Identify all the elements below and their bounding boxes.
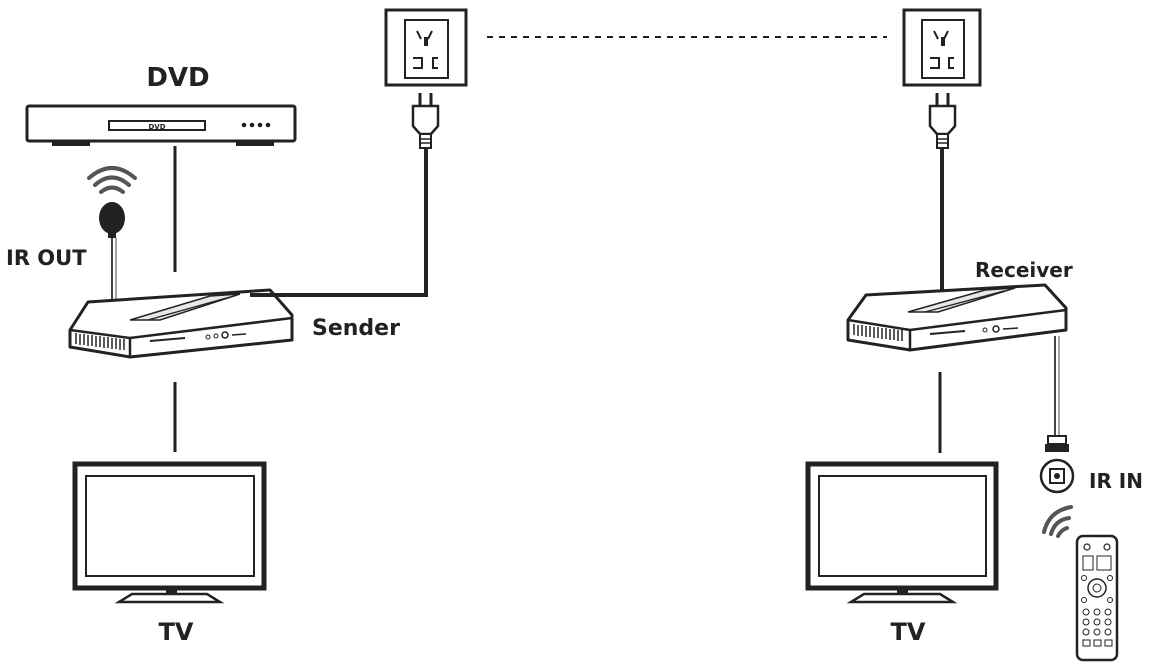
sender-power-cable bbox=[250, 148, 428, 297]
power-plug-icon bbox=[928, 93, 957, 149]
dvd-player-icon: DVD bbox=[25, 104, 297, 146]
ir-receiver-icon bbox=[1039, 435, 1075, 494]
ir-receiver-cable bbox=[1054, 336, 1060, 436]
wall-outlet-icon bbox=[384, 8, 468, 87]
signal-waves-icon bbox=[1042, 505, 1073, 538]
ir-out-label: IR OUT bbox=[6, 246, 87, 270]
dvd-label: DVD bbox=[146, 63, 209, 93]
ir-in-label: IR IN bbox=[1089, 469, 1143, 493]
wall-outlet-icon bbox=[902, 8, 982, 87]
ir-emitter-icon bbox=[99, 202, 125, 310]
power-plug-icon bbox=[411, 93, 440, 149]
tv-icon bbox=[805, 461, 999, 604]
sender-label: Sender bbox=[312, 316, 400, 341]
dvd-display-label: DVD bbox=[148, 123, 165, 131]
receiver-label: Receiver bbox=[975, 258, 1073, 282]
signal-waves-icon bbox=[87, 166, 137, 194]
tv-icon bbox=[72, 461, 267, 604]
tv-right-label: TV bbox=[891, 618, 926, 646]
receiver-extender bbox=[846, 283, 1068, 352]
tv-left-label: TV bbox=[159, 618, 194, 646]
sender-extender bbox=[68, 288, 294, 359]
remote-control-icon bbox=[1075, 534, 1119, 662]
